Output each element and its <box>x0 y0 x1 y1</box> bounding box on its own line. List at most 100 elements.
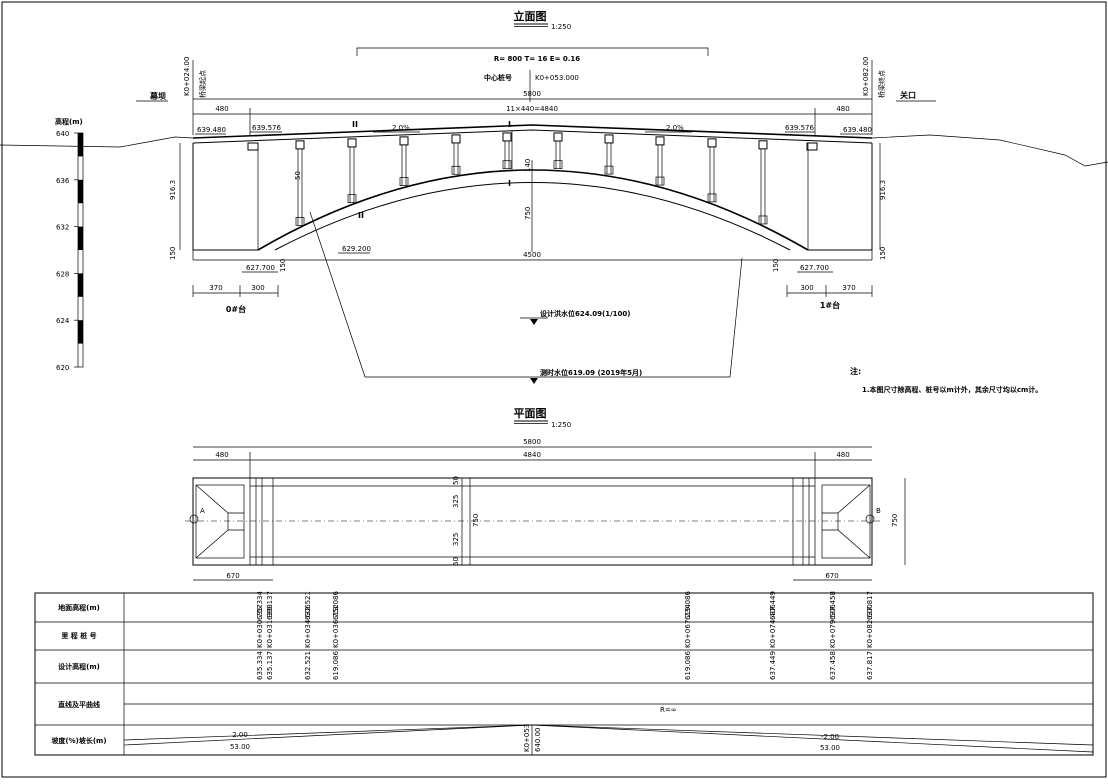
plan-outline <box>192 477 873 566</box>
ground-elevation: 637.817 <box>866 591 874 620</box>
pvi-elevation: 640.00 <box>534 728 542 753</box>
design-elevation: 637.449 <box>769 651 777 680</box>
design-elevation: 619.086 <box>684 651 692 680</box>
ground-left <box>0 136 194 148</box>
abutment-0-label: 0#台 <box>226 304 246 314</box>
notes-line-1: 1.本图尺寸除高程、桩号以m计外，其余尺寸均以cm计。 <box>862 385 1042 394</box>
point-a: A <box>200 507 205 515</box>
measured-water-marker <box>530 378 538 384</box>
ground-elevation: 637.458 <box>829 591 837 620</box>
dim-150-right: 150 <box>879 247 887 260</box>
scale-tick-label: 632 <box>56 224 69 232</box>
section-II-arch: II <box>358 211 364 220</box>
elev-end-left: 639.480 <box>197 126 226 134</box>
point-a-marker <box>189 514 199 524</box>
spandrel-column <box>655 136 665 186</box>
profile-table <box>34 592 1094 756</box>
bearing <box>806 142 818 151</box>
design-elevation: 635.137 <box>266 651 274 680</box>
alignment-curve: R=∞ <box>660 706 677 714</box>
dim-300-right: 300 <box>800 284 813 292</box>
scale-tick-label: 640 <box>56 130 69 138</box>
plan-half-lower: 325 <box>452 533 460 546</box>
notes-title: 注: <box>850 366 861 376</box>
dim-50: 50 <box>294 171 302 180</box>
plan-edge-upper: 50 <box>452 476 460 485</box>
river-channel <box>309 211 743 378</box>
dim-916-left: 916.3 <box>169 180 177 200</box>
design-elevation: 637.817 <box>866 651 874 680</box>
deck-bottom <box>192 129 873 144</box>
stake-value: K0+034.606 <box>304 604 312 648</box>
stake-value: K0+036.752 <box>332 604 340 648</box>
design-water-level: 设计洪水位624.09(1/100) <box>540 309 630 318</box>
ground-elevation: 619.086 <box>332 591 340 620</box>
ground-elevation: 635.137 <box>266 591 274 620</box>
spandrel-column <box>707 138 717 203</box>
grade-right-length: 53.00 <box>820 744 840 752</box>
design-water-marker <box>530 319 538 325</box>
point-b-marker <box>865 514 875 524</box>
plan-end-left: 480 <box>215 451 228 459</box>
dim-140: 140 <box>524 159 532 172</box>
elev-end-len-right: 480 <box>836 105 849 113</box>
ground-right <box>871 134 1108 167</box>
spandrel-column <box>451 134 461 175</box>
row-label-design: 设计高程(m) <box>58 662 100 671</box>
scale-tick-label: 636 <box>56 177 70 185</box>
point-b: B <box>876 507 881 515</box>
center-stake-value: K0+053.000 <box>535 74 579 82</box>
right-stake-note: 桥梁终点 <box>877 70 886 98</box>
dim-370-right: 370 <box>842 284 855 292</box>
spandrel-column <box>502 132 512 170</box>
section-II-top: II <box>352 120 358 129</box>
design-elevation: 635.334 <box>256 651 264 680</box>
measured-water-level: 测时水位619.09 (2019年5月) <box>540 368 642 377</box>
arch-intrados <box>274 182 791 251</box>
plan-mid: 4840 <box>523 451 541 459</box>
stake-value: K0+074.406 <box>769 604 777 648</box>
dim-4500: 4500 <box>523 251 541 259</box>
spandrel-column <box>604 134 614 175</box>
grade-left-value: 2.00 <box>232 731 248 739</box>
elevation-scale: 1:250 <box>551 23 571 31</box>
curve-bracket <box>356 47 709 56</box>
ground-elevation: 632.521 <box>304 591 312 620</box>
curve-params: R= 800 T= 16 E= 0.16 <box>494 55 580 63</box>
scale-title: 高程(m) <box>55 117 83 126</box>
center-stake-label: 中心桩号 <box>484 73 512 82</box>
direction-left: 幕坝 <box>149 91 166 101</box>
elev-found-right: 627.700 <box>800 264 829 272</box>
section-I-top: I <box>508 120 511 129</box>
scale-tick-label: 628 <box>56 270 69 278</box>
dim-370-left: 370 <box>209 284 222 292</box>
right-stake: K0+082.00 <box>862 57 870 96</box>
grade-left-length: 53.00 <box>230 743 250 751</box>
abutment-1-label: 1#台 <box>820 300 840 310</box>
deck-top <box>192 124 873 139</box>
grade-profile-top <box>123 724 1094 753</box>
plan-scale: 1:250 <box>551 421 571 429</box>
plan-bottom-left: 670 <box>226 572 239 580</box>
plan-width-mid: 750 <box>472 514 480 527</box>
elev-end-len-left: 480 <box>215 105 228 113</box>
elev-abut-left: 639.576 <box>252 124 281 132</box>
stake-value: K0+030.757 <box>256 604 264 648</box>
dim-750: 750 <box>524 207 532 220</box>
ground-elevation: 635.334 <box>256 591 264 620</box>
plan-wing-right <box>821 484 871 559</box>
table-values: 635.334K0+030.757635.334635.137K0+031.99… <box>256 591 874 680</box>
design-elevation: 619.086 <box>332 651 340 680</box>
spandrel-column <box>347 138 357 204</box>
dim-150-foot-right: 150 <box>772 259 780 272</box>
row-label-grade: 坡度(%)坡长(m) <box>51 736 106 745</box>
dim-300-left: 300 <box>251 284 264 292</box>
plan-total-len: 5800 <box>523 438 541 446</box>
spandrel-column <box>758 140 768 225</box>
elev-total-len: 5800 <box>523 90 541 98</box>
stake-value: K0+079.506 <box>829 604 837 648</box>
plan-end-right: 480 <box>836 451 849 459</box>
spandrel-columns <box>247 132 818 226</box>
